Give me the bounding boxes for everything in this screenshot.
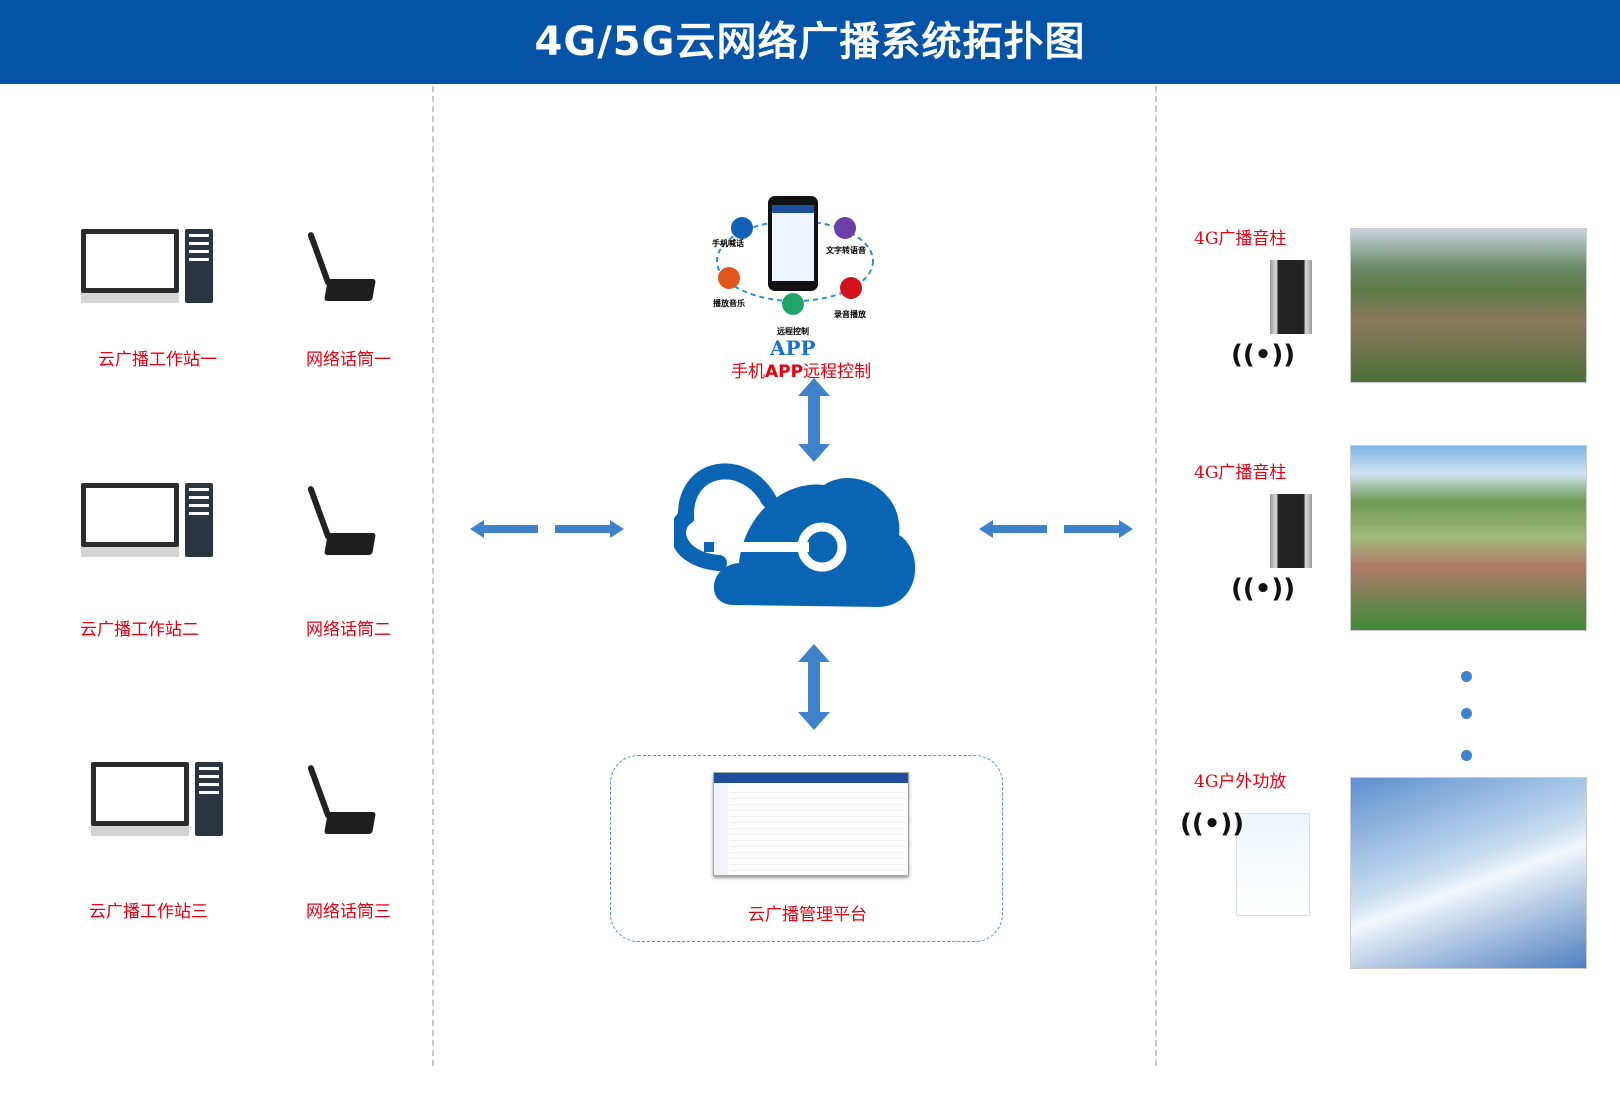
pc-tower-icon [185,229,213,303]
app-logo-text: APP [770,336,816,360]
pc-tower-icon [185,483,213,557]
network-microphone-icon [307,762,376,838]
ellipsis-dot [1461,750,1472,761]
device-label: 4G广播音柱 [1194,229,1287,249]
cloud-icon [674,463,916,607]
platform-label: 云广播管理平台 [748,905,867,925]
wireless-signal-icon: ((•)) [1231,340,1296,370]
workstation-label: 云广播工作站一 [98,350,217,370]
feature-label: 远程控制 [777,327,809,336]
divider [1155,86,1157,1066]
mic-label: 网络话筒三 [306,902,391,922]
mic-label: 网络话筒一 [306,350,391,370]
feature-label: 播放音乐 [713,299,745,308]
workstation-label: 云广播工作站二 [80,620,199,640]
wireless-signal-icon: ((•)) [1180,809,1245,839]
app-feature-ring [716,196,874,315]
workstation-computer-icon [81,229,179,303]
platform-box [610,755,1003,942]
network-microphone-icon [307,483,376,559]
device-label: 4G广播音柱 [1194,463,1287,483]
app-label: 手机APP远程控制 [731,357,871,382]
app-label-part: 远程控制 [803,362,872,382]
bidirectional-arrow [798,378,830,462]
divider [432,86,434,1066]
ellipsis-dot [1461,671,1472,682]
workstation-computer-icon [91,762,189,836]
scene-photo [1350,228,1587,383]
pc-tower-icon [195,762,223,836]
app-illustration [713,191,878,331]
speaker-column-icon [1270,260,1312,334]
outdoor-amplifier-icon [1236,813,1310,916]
feature-label: 手机喊话 [712,239,744,248]
speaker-column-icon [1270,494,1312,568]
feature-label: 录音播放 [834,310,866,319]
ellipsis-dot [1461,708,1472,719]
mic-label: 网络话筒二 [306,620,391,640]
page-title: 4G/5G云网络广播系统拓扑图 [0,0,1620,84]
scene-photo [1350,777,1587,969]
app-label-bold: APP [765,362,804,382]
right-arrow-pair [979,520,1133,538]
app-label-part: 手机 [731,362,765,382]
device-label: 4G户外功放 [1194,772,1287,792]
wireless-signal-icon: ((•)) [1231,574,1296,604]
platform-screenshot [713,772,909,876]
network-microphone-icon [307,229,376,305]
workstation-label: 云广播工作站三 [89,902,208,922]
feature-label: 文字转语音 [826,246,866,255]
workstation-computer-icon [81,483,179,557]
scene-photo [1350,445,1587,631]
left-arrow-pair [470,520,624,538]
bidirectional-arrow [798,644,830,730]
